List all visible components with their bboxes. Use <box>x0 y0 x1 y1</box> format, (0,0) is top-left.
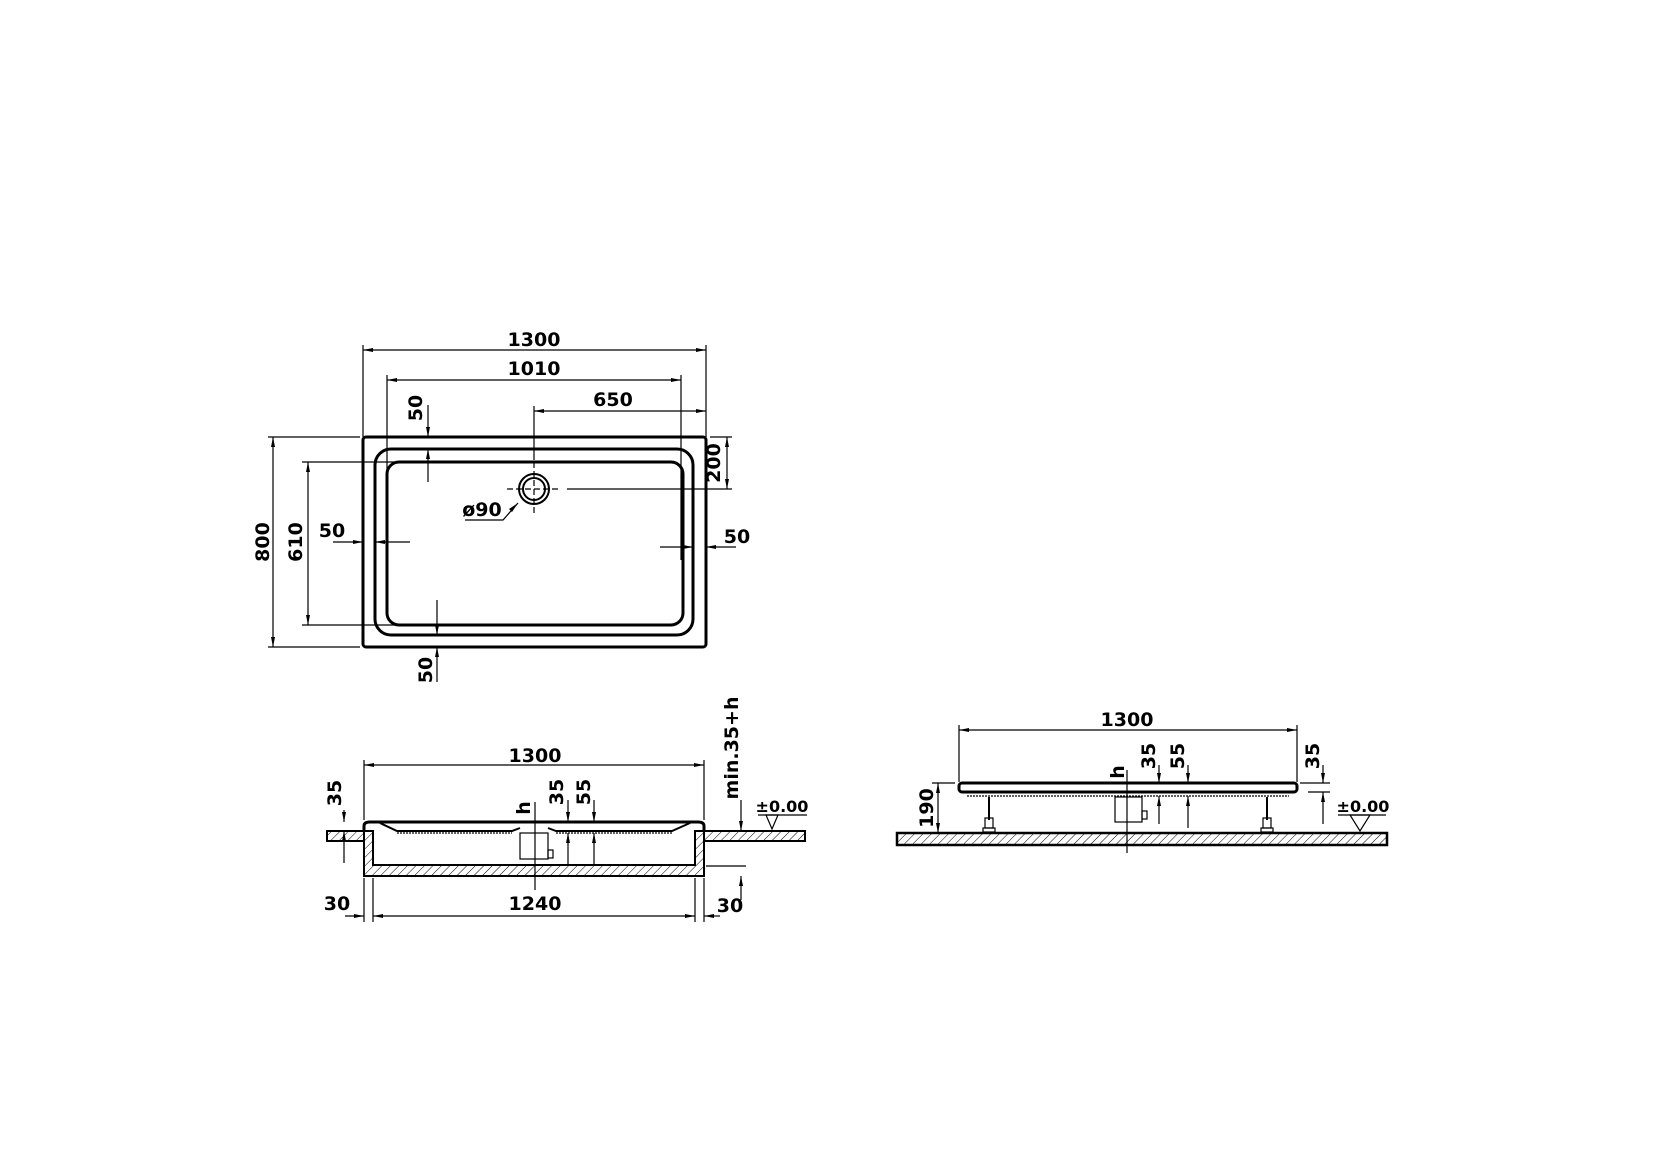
floor-slab-right <box>703 830 806 842</box>
level-label: ±0.00 <box>1337 797 1390 816</box>
dim-label: 1300 <box>509 745 562 767</box>
recess-walls <box>363 830 705 877</box>
drain-trap-icon <box>519 832 549 860</box>
tray-profile <box>362 820 706 831</box>
top-view: 1300 1010 650 200 800 610 50 50 5 <box>252 329 750 683</box>
dim-label: 35 <box>1302 743 1324 769</box>
support-leg-right <box>1260 797 1274 833</box>
dim-label: 200 <box>703 443 725 483</box>
tray-body <box>957 781 1299 794</box>
level-marker-icon <box>1348 814 1372 833</box>
dim-label: 35 <box>546 779 568 805</box>
level-label: ±0.00 <box>756 797 809 816</box>
drain-icon <box>507 462 732 516</box>
section-view: h 1300 1240 30 30 35 35 55 min.35+h <box>324 697 809 922</box>
dim-label: 1240 <box>509 893 562 915</box>
h-label: h <box>513 801 535 815</box>
dim-label: 1300 <box>508 329 561 351</box>
dim-label: 35 <box>324 780 346 806</box>
basin-floor <box>379 822 691 832</box>
tray-outline <box>361 435 708 649</box>
dim-label: 650 <box>593 389 633 411</box>
drain-trap-icon <box>1114 796 1143 823</box>
dim-label: 50 <box>405 395 427 421</box>
dim-label: 35 <box>1138 743 1160 769</box>
dim-label: 55 <box>573 779 595 805</box>
dim-label: 55 <box>1167 743 1189 769</box>
dim-label: 1300 <box>1101 709 1154 731</box>
h-label: h <box>1107 765 1129 779</box>
dim-label: 50 <box>319 520 345 542</box>
dim-label: 50 <box>724 526 750 548</box>
basin-inner-outline <box>385 460 685 627</box>
dim-label: 610 <box>285 522 307 562</box>
floor-slab-left <box>326 830 365 842</box>
dim-label: 1010 <box>508 358 561 380</box>
level-marker-icon <box>765 814 779 831</box>
dim-label: 30 <box>717 895 743 917</box>
dim-label: 50 <box>415 657 437 683</box>
dim-label: 30 <box>324 893 350 915</box>
support-leg-left <box>982 797 996 833</box>
floor-slab <box>895 831 1389 847</box>
dim-label: 190 <box>916 788 938 828</box>
min-depth-label: min.35+h <box>721 697 743 800</box>
drain-diameter-label: ø90 <box>462 499 502 521</box>
dim-label: 800 <box>252 522 274 562</box>
side-view: h 1300 190 35 55 35 ±0.00 <box>895 709 1390 853</box>
